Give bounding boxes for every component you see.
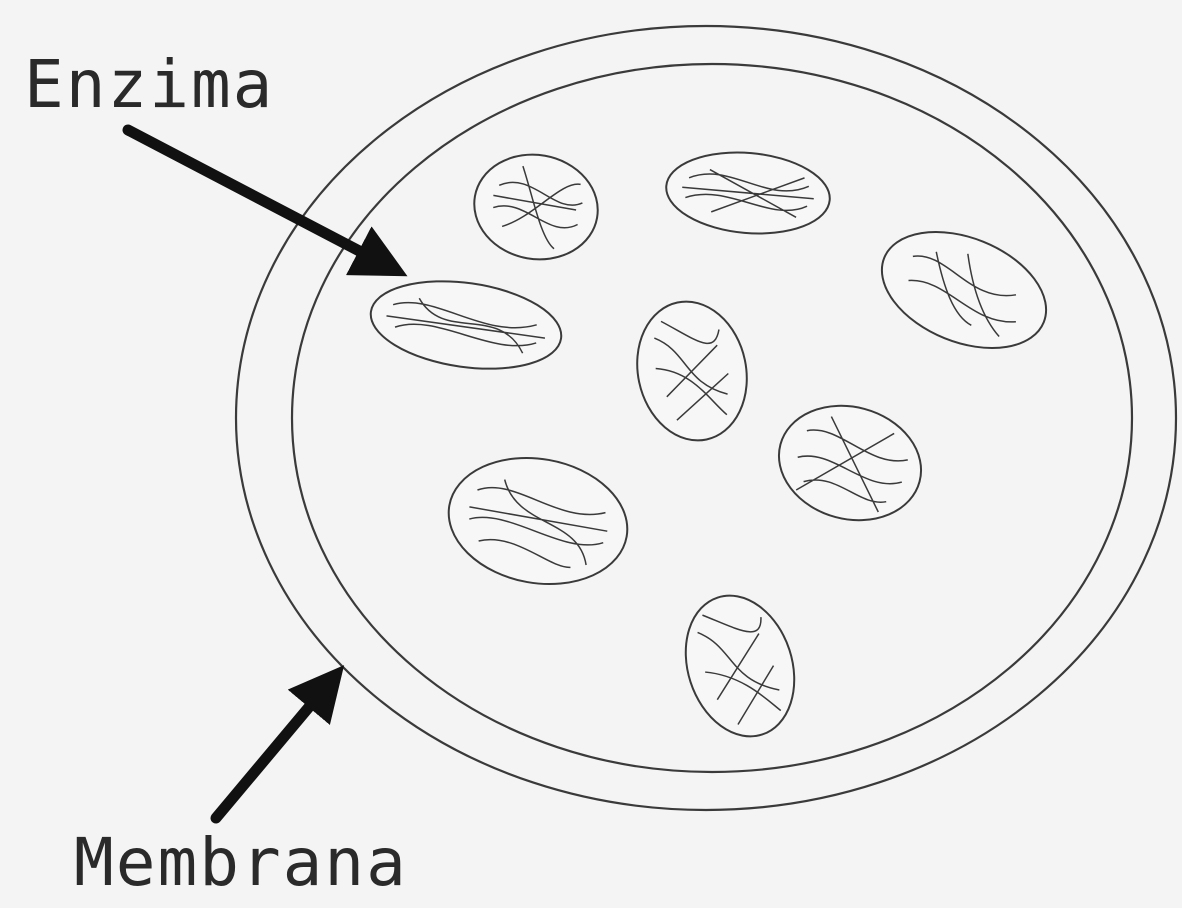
arrows — [128, 130, 388, 818]
membrane-label: Membrana — [74, 830, 408, 896]
enzyme-particle — [668, 581, 811, 750]
membrane-arrow — [216, 682, 330, 818]
enzyme-particle — [865, 210, 1063, 371]
enzyme-particle — [439, 444, 638, 597]
enzyme-particle — [625, 291, 760, 450]
enzyme-particle — [766, 390, 934, 535]
enzyme-arrow — [128, 130, 388, 266]
enzyme-particle — [466, 145, 606, 269]
enzyme-particle — [663, 146, 833, 240]
enzyme-particles — [365, 145, 1063, 751]
enzyme-label: Enzima — [24, 52, 274, 118]
enzyme-particle — [365, 270, 567, 380]
